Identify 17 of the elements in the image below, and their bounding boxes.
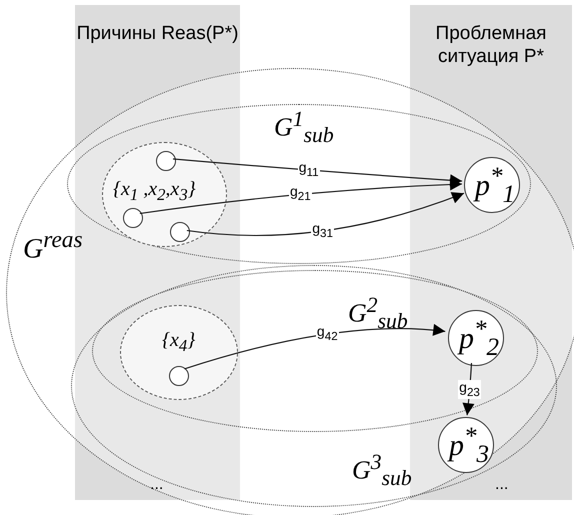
- graph-label: G$^{reas}$: [23, 227, 83, 266]
- arrow: [140, 178, 462, 214]
- element-circle: [170, 222, 190, 242]
- ellipsis-note: ...: [495, 476, 508, 494]
- subgraph-ellipse: [71, 265, 557, 507]
- column-heading: Причины Reas(P*): [76, 22, 240, 45]
- ellipsis-note: ...: [150, 476, 164, 494]
- edge-label: g$_{23}$: [458, 380, 481, 400]
- set-label: {x$_{4}$}: [162, 329, 196, 356]
- arrow: [186, 192, 464, 236]
- arrow: [184, 324, 446, 370]
- arrow: [172, 158, 462, 186]
- element-circle: [123, 208, 143, 228]
- element-circle: [169, 366, 189, 386]
- set-label: {x$_{1}$ ,x$_{2}$,x$_{3}$}: [113, 178, 196, 205]
- element-circle: [156, 151, 176, 171]
- column-heading: Проблемная ситуация P*: [434, 22, 548, 68]
